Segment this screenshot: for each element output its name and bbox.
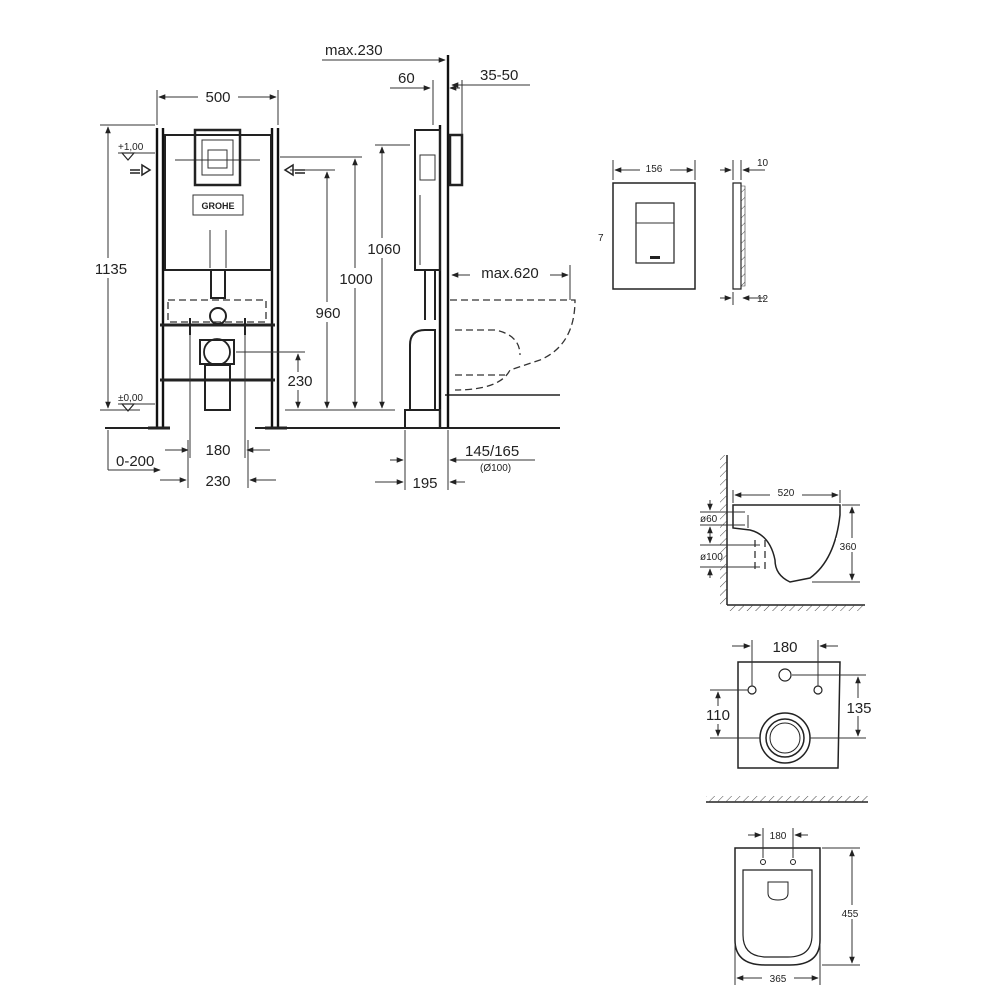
dim-360: 360: [840, 542, 857, 553]
dim-max-620: max.620: [481, 265, 539, 282]
dim-520: 520: [778, 488, 795, 499]
dim-10: 10: [757, 158, 769, 169]
dim-pipe-d100: (Ø100): [480, 463, 511, 474]
dim-180-back: 180: [772, 639, 797, 656]
dim-1135: 1135: [95, 261, 127, 278]
dim-230-height: 230: [287, 373, 312, 390]
dim-60: 60: [398, 70, 415, 87]
dim-180-front: 180: [205, 442, 230, 459]
front-view: GROHE 500 1135 +1,00: [88, 88, 410, 490]
toilet-back-view: 180 110 135: [703, 639, 875, 803]
dim-960: 960: [315, 305, 340, 322]
flush-plate-views: 156 7 10 12: [598, 158, 769, 305]
dim-145-165: 145/165: [465, 443, 519, 460]
dim-135: 135: [846, 700, 871, 717]
dim-max-230: max.230: [325, 42, 383, 59]
dim-1000: 1000: [339, 271, 372, 288]
dim-o100: ø100: [700, 552, 723, 563]
dim-35-50: 35-50: [480, 67, 518, 84]
dim-12: 12: [757, 294, 769, 305]
level-plus-1: +1,00: [118, 142, 144, 153]
brand-logo: GROHE: [201, 201, 234, 211]
dim-230-front: 230: [205, 473, 230, 490]
level-zero: ±0,00: [118, 393, 143, 404]
dim-0-200: 0-200: [116, 453, 154, 470]
dim-455: 455: [842, 909, 859, 920]
dim-195: 195: [412, 475, 437, 492]
dim-7: 7: [598, 233, 604, 244]
dim-156: 156: [646, 164, 663, 175]
dim-1060: 1060: [367, 241, 400, 258]
dim-180-top: 180: [770, 831, 787, 842]
toilet-top-view: 180 455 365: [734, 828, 866, 985]
dim-110: 110: [706, 707, 730, 724]
toilet-side-view: 520 360 ø60 ø100: [700, 455, 865, 611]
side-view: max.230 60 35-50 max.620 145/165 (Ø100) …: [322, 42, 576, 492]
dim-365: 365: [770, 974, 787, 985]
dim-o60: ø60: [700, 514, 718, 525]
dim-500: 500: [205, 89, 230, 106]
